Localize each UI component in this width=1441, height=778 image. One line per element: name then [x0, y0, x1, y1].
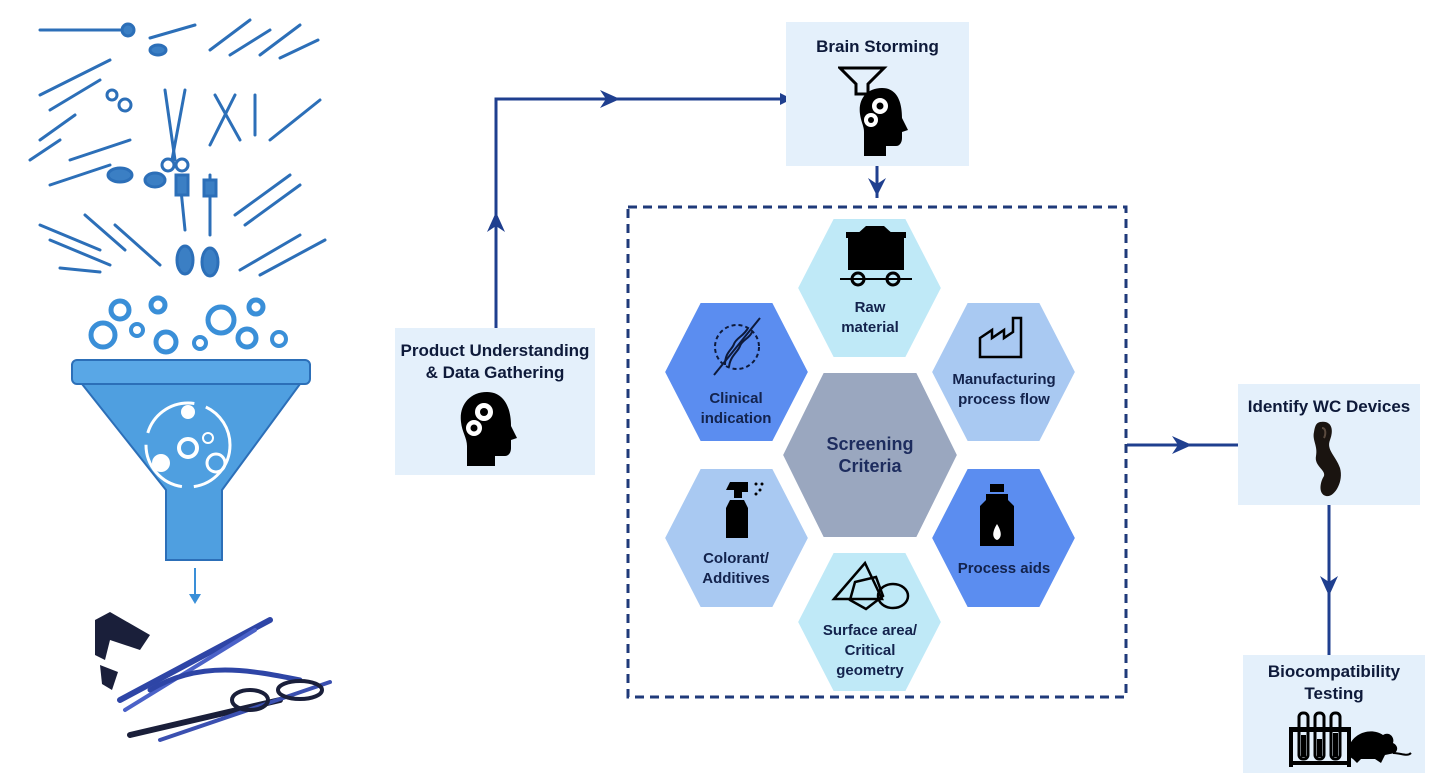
colorant-label: Colorant/Additives — [702, 550, 770, 587]
product-title-line2: & Data Gathering — [425, 363, 565, 382]
head-gears-funnel-icon — [838, 66, 908, 156]
joint-bone-icon — [713, 317, 761, 376]
biocompatibility-testing-box: Biocompatibility Testing — [1243, 655, 1425, 773]
factory-icon — [978, 316, 1023, 359]
product-to-brainstorm-connector — [494, 97, 786, 328]
screening-criteria-hexagon — [780, 371, 960, 539]
filter-funnel-icon — [71, 295, 311, 561]
biocompat-title-line1: Biocompatibility — [1267, 662, 1401, 681]
chevron-down-icon — [868, 178, 886, 196]
bottle-drop-icon — [980, 484, 1014, 546]
manufacturing-hexagon — [929, 301, 1078, 443]
surgical-instruments-icon — [28, 18, 327, 278]
mine-cart-icon — [840, 226, 912, 287]
brainstorm-title: Brain Storming — [816, 37, 939, 56]
product-title-line1: Product Understanding — [400, 341, 590, 360]
spray-bottle-icon — [726, 482, 764, 538]
product-understanding-box: Product Understanding & Data Gathering — [395, 328, 595, 475]
chevron-right-icon — [1172, 436, 1192, 454]
chevron-up-icon — [487, 212, 505, 232]
selected-instruments-icon — [95, 612, 332, 742]
raw-material-hexagon — [795, 217, 944, 359]
identify-title: Identify WC Devices — [1247, 397, 1411, 416]
criteria-dashed-border — [626, 205, 1128, 699]
device-part-icon — [1313, 421, 1341, 497]
chevron-right-icon — [600, 90, 620, 108]
surface-area-hexagon — [795, 551, 944, 693]
brain-storming-box: Brain Storming — [786, 22, 969, 166]
test-tubes-rat-icon — [1289, 711, 1412, 767]
chevron-down-icon — [1320, 576, 1338, 596]
process-aids-label: Process aids — [957, 560, 1051, 577]
clinical-hexagon — [662, 301, 811, 443]
shapes-icon — [831, 560, 910, 611]
identify-wc-devices-box: Identify WC Devices — [1238, 384, 1420, 505]
biocompat-title-line2: Testing — [1304, 684, 1364, 703]
head-gears-icon — [460, 392, 517, 466]
